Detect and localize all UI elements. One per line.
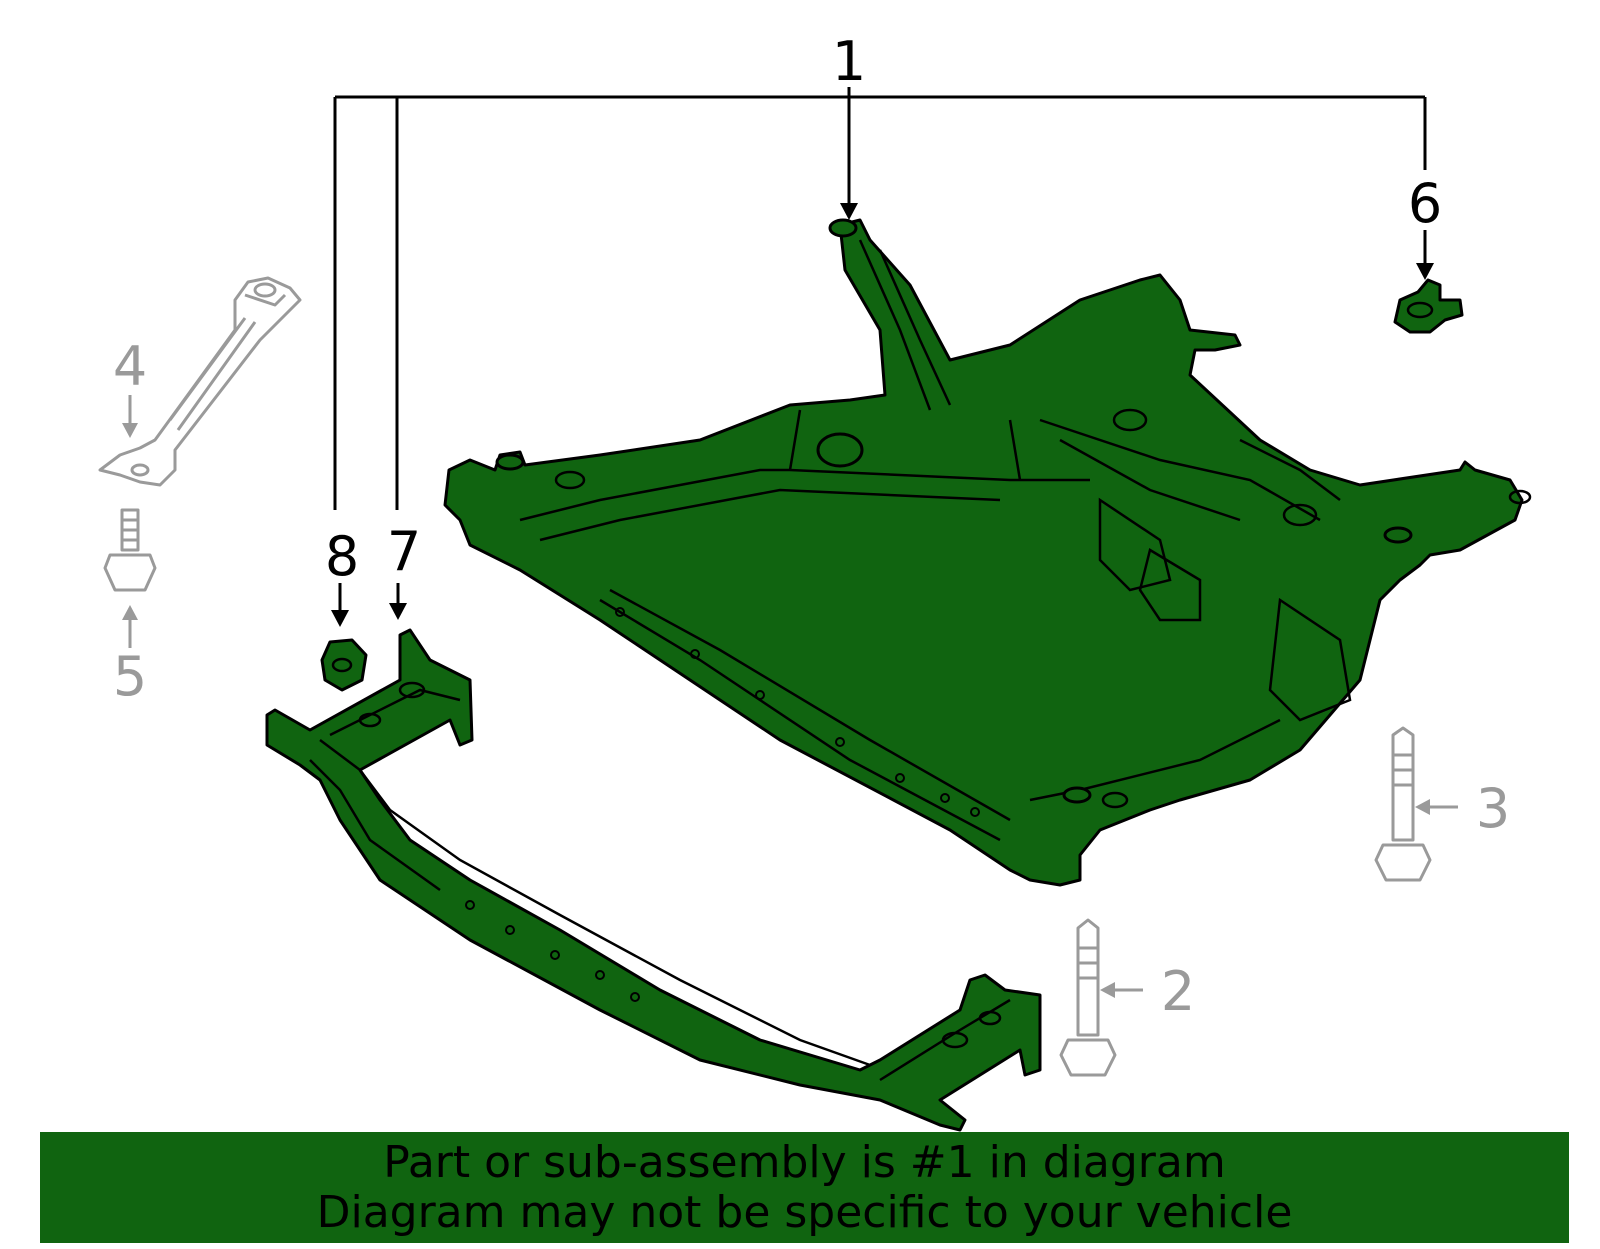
inactive-leaders (122, 395, 1458, 998)
banner-line-1: Part or sub-assembly is #1 in diagram (383, 1137, 1226, 1188)
bolt-part-2 (1059, 918, 1117, 1077)
callout-2: 2 (1161, 960, 1195, 1023)
bracket-part-6[interactable] (1393, 278, 1464, 334)
subframe-part-1[interactable] (443, 218, 1532, 887)
callout-8: 8 (325, 525, 359, 588)
callout-bracket (331, 87, 1434, 627)
callout-4: 4 (113, 335, 147, 398)
callout-1: 1 (832, 30, 866, 93)
brace-part-4 (98, 276, 302, 487)
bolt-part-5 (103, 508, 157, 592)
banner-line-2: Diagram may not be specific to your vehi… (316, 1187, 1293, 1238)
nut-part-8[interactable] (320, 638, 368, 692)
callout-5: 5 (113, 645, 147, 708)
callout-3: 3 (1476, 777, 1510, 840)
info-banner: Part or sub-assembly is #1 in diagram Di… (40, 1132, 1569, 1243)
callout-7: 7 (387, 520, 421, 583)
crossmember-part-7[interactable] (265, 628, 1042, 1132)
callout-6: 6 (1408, 172, 1442, 235)
bolt-part-3 (1374, 726, 1432, 882)
